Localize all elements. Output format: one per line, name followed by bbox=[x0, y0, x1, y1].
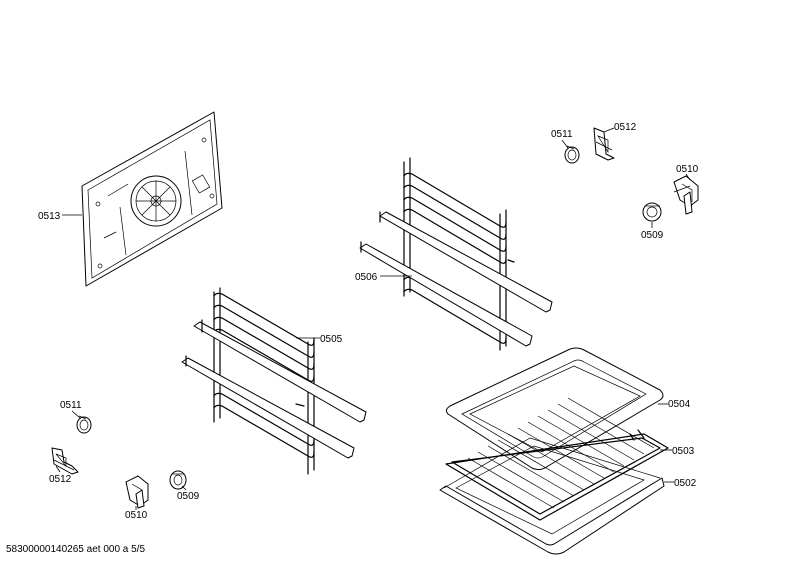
label-0509-bottom: 0509 bbox=[177, 491, 200, 502]
label-0510-top: 0510 bbox=[676, 164, 699, 175]
clip-0511-bottom bbox=[76, 415, 92, 434]
knob-0509-top bbox=[642, 202, 662, 222]
side-rack-0505 bbox=[181, 287, 367, 475]
leader-line-0509-bottom bbox=[181, 485, 187, 491]
label-0506: 0506 bbox=[355, 272, 378, 283]
knob-0509-bottom bbox=[169, 470, 187, 490]
label-0503: 0503 bbox=[672, 446, 695, 457]
label-0513: 0513 bbox=[38, 211, 61, 222]
label-0511-bottom: 0511 bbox=[60, 400, 82, 411]
leader-line-0511-bottom bbox=[71, 410, 81, 419]
label-0511-top: 0511 bbox=[551, 129, 573, 140]
leader-line-0511-top bbox=[561, 139, 569, 149]
bracket-0512-top bbox=[593, 127, 615, 161]
clip-0511-top bbox=[564, 145, 580, 164]
lamp-0510-bottom bbox=[125, 475, 149, 509]
wire-rack-0503 bbox=[445, 397, 669, 521]
leader-line-0510-top bbox=[685, 173, 691, 181]
label-0502: 0502 bbox=[674, 478, 697, 489]
document-footer: 58300000140265 aet 000 a 5/5 bbox=[6, 544, 146, 555]
label-0510-bottom: 0510 bbox=[125, 510, 148, 521]
leader-line-0512-bottom bbox=[55, 465, 61, 473]
bracket-0512-bottom bbox=[51, 447, 79, 475]
enamel-pan-0502 bbox=[439, 437, 665, 555]
baking-tray-0504 bbox=[445, 347, 664, 471]
rear-panel-0513 bbox=[81, 111, 223, 287]
label-0512-bottom: 0512 bbox=[49, 474, 72, 485]
side-rack-0506 bbox=[359, 157, 553, 351]
lamp-0510-top bbox=[673, 175, 699, 215]
label-0505: 0505 bbox=[320, 334, 343, 345]
label-0512-top: 0512 bbox=[614, 122, 637, 133]
label-0504: 0504 bbox=[668, 399, 691, 410]
label-0509-top: 0509 bbox=[641, 230, 664, 241]
leader-line-0512-top bbox=[603, 127, 615, 133]
